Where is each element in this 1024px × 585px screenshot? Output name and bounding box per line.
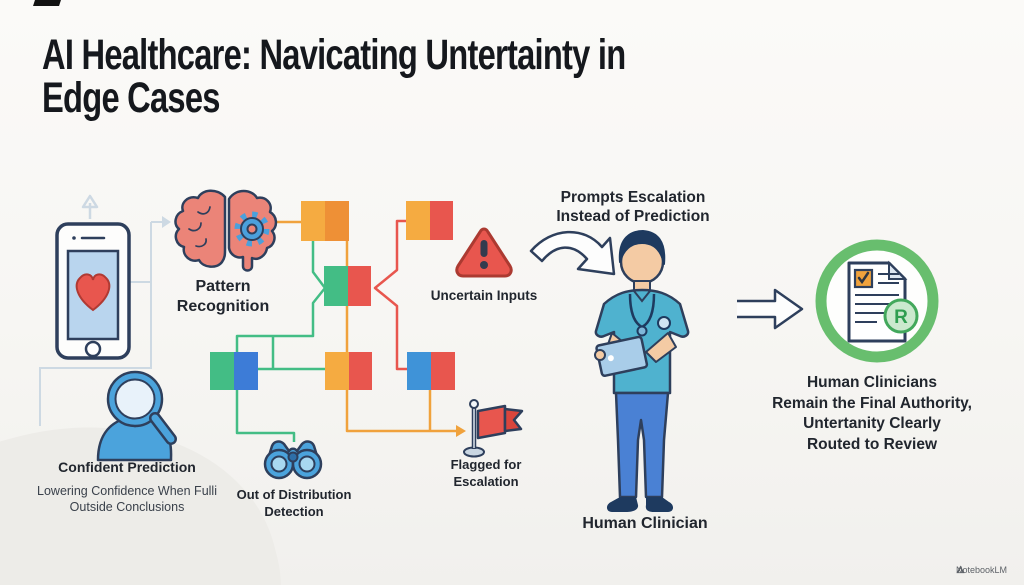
notebooklm-logo-icon (956, 565, 965, 574)
green-line (235, 241, 327, 352)
light-connector-lines (39, 203, 162, 426)
block-green-blue (210, 352, 258, 390)
network-lines (235, 219, 456, 442)
arrow-up-icon (81, 194, 99, 209)
label-confident-prediction: Confident Prediction (58, 459, 196, 475)
magnifier-person-icon (96, 370, 177, 462)
green-line-branch (258, 336, 325, 371)
flag-icon (463, 399, 524, 458)
label-confident-prediction-sub: Lowering Confidence When Fulli Outside C… (37, 484, 217, 514)
label-uncertain-inputs: Uncertain Inputs (430, 288, 538, 303)
human-clinician-figure (594, 230, 690, 512)
curved-arrow-icon (529, 230, 616, 276)
block-orange-red (406, 201, 453, 240)
label-prompts-escalation: Prompts Escalation Instead of Prediction (556, 189, 710, 225)
label-pattern-recognition: Pattern Recognition (176, 278, 270, 315)
watermark: NotebookLM (956, 565, 1024, 575)
right-arrow-icon (737, 288, 804, 330)
block-green-red (324, 266, 371, 306)
block-blue-red (407, 352, 455, 390)
label-final-authority: Human Clinicians Remain the Final Author… (772, 374, 972, 453)
block-orange-orange (301, 201, 349, 241)
brain-gear-icon (174, 189, 278, 272)
page-title: AI Healthcare: Navicating Untertainty in… (42, 31, 626, 122)
block-orange-red-lower (325, 352, 372, 390)
label-human-clinician: Human Clinician (582, 515, 708, 532)
phone-heart-icon (55, 222, 131, 360)
warning-triangle-icon (455, 227, 513, 278)
arrow-to-brain-icon (162, 216, 171, 228)
network-blocks (210, 201, 455, 390)
label-flagged-for-escalation: Flagged for Escalation (450, 457, 522, 489)
watermark-text: NotebookLM (956, 565, 1008, 575)
green-line-lower (235, 390, 296, 442)
review-document-icon: R (815, 239, 939, 363)
label-out-of-distribution: Out of Distribution Detection (236, 487, 352, 519)
orange-arrowhead-right-icon (456, 425, 466, 437)
red-line (373, 219, 407, 371)
binoculars-icon (263, 440, 323, 480)
review-badge-letter: R (894, 307, 908, 328)
